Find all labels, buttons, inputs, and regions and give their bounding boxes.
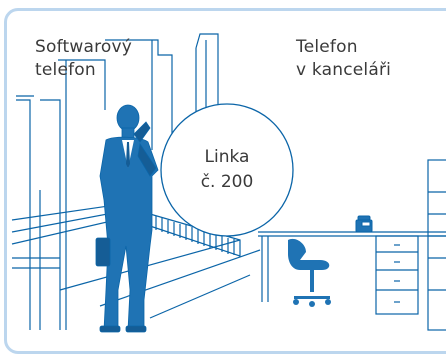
office-desk-icon xyxy=(258,231,446,315)
desk-phone-icon xyxy=(355,215,373,233)
office-phone-label: Telefon v kanceláři xyxy=(296,36,391,82)
softphone-label-line1: Softwarový xyxy=(35,37,133,57)
businessman-on-phone-icon xyxy=(95,104,159,333)
office-chair-icon xyxy=(288,238,331,307)
softphone-label: Softwarový telefon xyxy=(35,36,132,82)
scene-illustration xyxy=(11,33,446,333)
office-phone-label-line2: v kanceláři xyxy=(296,60,392,80)
bookcase xyxy=(427,159,446,331)
softphone-label-line2: telefon xyxy=(35,60,96,80)
extension-circle xyxy=(160,103,294,237)
office-phone-label-line1: Telefon xyxy=(296,37,358,57)
